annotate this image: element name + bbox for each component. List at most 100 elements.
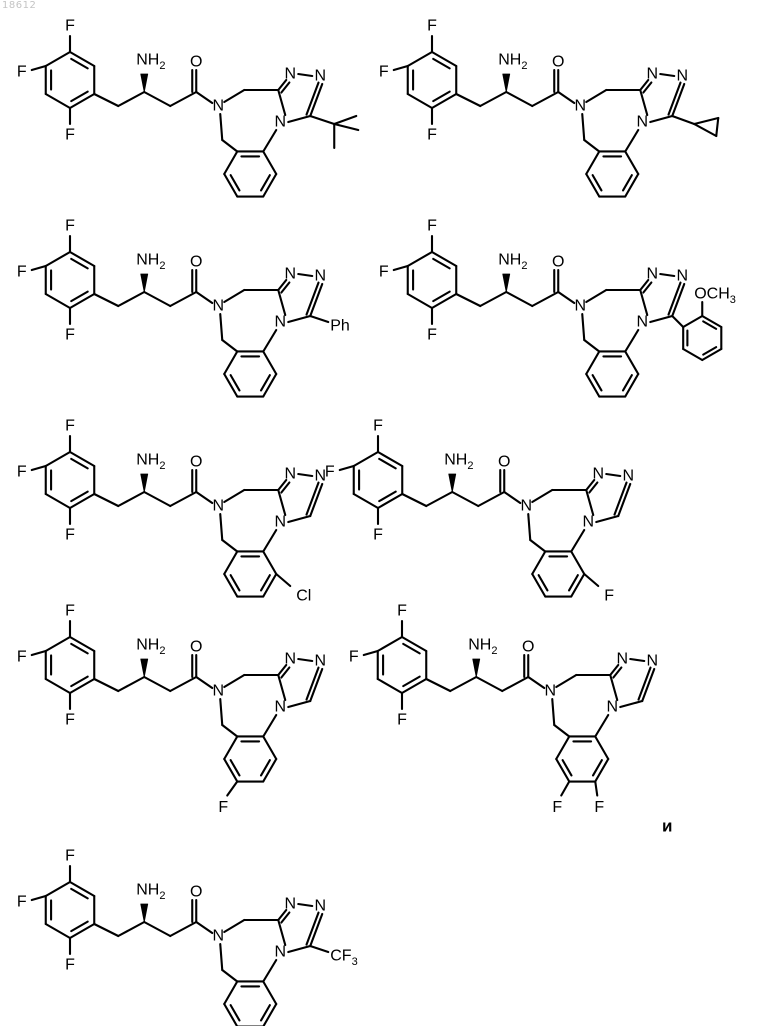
bond <box>561 782 569 796</box>
bond <box>278 675 285 700</box>
bond <box>196 492 212 503</box>
amide-nitrogen-label: N <box>212 98 224 115</box>
bond <box>694 124 716 136</box>
triazole-nitrogen-label: N <box>274 314 286 331</box>
benzo-bond <box>586 351 599 374</box>
triazole-nitrogen-label: N <box>676 68 688 85</box>
benzo-substituent-label: F <box>594 799 604 816</box>
bond <box>694 118 718 124</box>
benzo-bond <box>263 736 276 759</box>
bond <box>506 92 532 106</box>
aryl-bond <box>70 52 94 66</box>
amine-label: NH2 <box>136 882 165 903</box>
bond <box>630 659 644 661</box>
bond <box>334 116 356 124</box>
aryl-bond <box>378 679 402 693</box>
bond <box>263 330 276 351</box>
bond <box>263 130 276 151</box>
bond <box>532 490 552 502</box>
bond <box>610 675 617 700</box>
bond <box>584 340 599 351</box>
bond <box>196 292 212 303</box>
fluorine-label: F <box>65 957 75 974</box>
benzo-bond <box>224 736 237 759</box>
aryl-bond <box>432 252 456 266</box>
bond <box>222 970 237 981</box>
bond <box>94 94 118 106</box>
bond <box>554 725 569 736</box>
aryl-bond <box>70 637 94 651</box>
carbonyl-oxygen-label: O <box>190 639 202 656</box>
bond <box>528 514 530 540</box>
aryl-bond <box>46 679 70 693</box>
bond <box>170 92 196 106</box>
triazole-substituent-label: CF3 <box>330 948 357 969</box>
bond <box>118 92 144 106</box>
bond <box>595 782 597 796</box>
bond <box>552 699 554 725</box>
bond <box>530 540 545 551</box>
amide-nitrogen-label: N <box>544 683 556 700</box>
bond <box>170 492 196 506</box>
bond <box>288 946 310 952</box>
bond <box>640 90 647 115</box>
bond <box>478 492 504 506</box>
aryl-bond <box>46 882 70 896</box>
compound-structure-4: FFFONH2NNNNOCH3 <box>379 218 736 397</box>
triazole-nitrogen-label: N <box>636 314 648 331</box>
bond <box>144 92 170 106</box>
bond <box>278 490 285 515</box>
bond <box>222 340 237 351</box>
aryl-bond <box>408 252 432 266</box>
bond <box>278 290 285 315</box>
fluorine-label: F <box>427 127 437 144</box>
bond <box>582 114 584 140</box>
aryl-bond <box>378 494 402 508</box>
aryl-bond <box>46 452 70 466</box>
triazole-nitrogen-label: N <box>314 268 326 285</box>
stereo-wedge <box>141 474 148 492</box>
bond <box>298 74 312 76</box>
bond <box>144 492 170 506</box>
bond <box>556 675 576 687</box>
aryl-bond <box>402 637 426 651</box>
aryl-bond <box>402 679 426 693</box>
bond <box>394 66 408 70</box>
aryl-bond <box>70 252 94 266</box>
fluorine-label: F <box>65 418 75 435</box>
aryl-bond <box>46 637 70 651</box>
bond <box>660 274 674 276</box>
stereo-wedge <box>141 74 148 92</box>
triazole-nitrogen-label: N <box>314 68 326 85</box>
bond <box>606 474 620 476</box>
bond <box>586 490 593 515</box>
bond <box>196 92 212 103</box>
compound-structure-2: FFFONH2NNNN <box>379 18 718 197</box>
bond <box>660 74 674 76</box>
bond <box>224 290 244 302</box>
aryl-bond <box>46 252 70 266</box>
bond <box>224 490 244 502</box>
benzo-bond <box>224 151 237 174</box>
bond <box>298 474 312 476</box>
amine-label: NH2 <box>444 452 473 473</box>
bond <box>672 316 683 327</box>
bond <box>288 516 310 522</box>
amide-nitrogen-label: N <box>212 683 224 700</box>
bond <box>528 677 544 688</box>
benzo-bond <box>586 151 599 174</box>
aryl-bond <box>432 294 456 308</box>
bond <box>340 466 354 470</box>
triazole-nitrogen-label: N <box>622 468 634 485</box>
bond <box>196 677 212 688</box>
bond <box>288 701 310 707</box>
fluorine-label: F <box>65 327 75 344</box>
amine-label: NH2 <box>136 452 165 473</box>
bond <box>170 922 196 936</box>
carbonyl-oxygen-label: O <box>522 639 534 656</box>
benzo-substituent-label: Cl <box>296 588 311 605</box>
bond <box>310 946 328 952</box>
benzo-bond <box>224 981 237 1004</box>
amine-label: NH2 <box>498 252 527 273</box>
